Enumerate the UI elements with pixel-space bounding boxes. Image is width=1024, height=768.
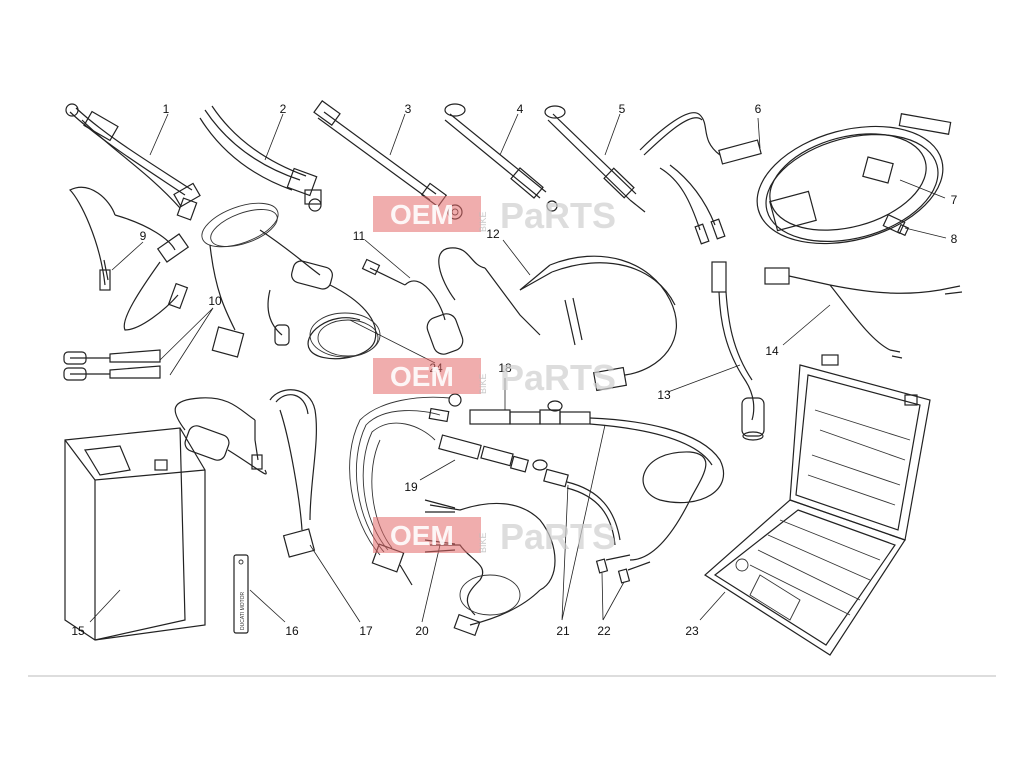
- watermark-word3: PaRTS: [500, 195, 616, 236]
- part-13-lead: [711, 261, 765, 441]
- watermark-word2: BIKE: [478, 373, 488, 394]
- watermark-word3: PaRTS: [500, 357, 616, 398]
- label-16: 16: [285, 624, 299, 638]
- part-14-lead: [764, 267, 963, 359]
- label-17: 17: [359, 624, 373, 638]
- label-10: 10: [208, 294, 222, 308]
- label-18: 18: [498, 361, 512, 375]
- label-6: 6: [755, 102, 762, 116]
- label-4: 4: [517, 102, 524, 116]
- label-9: 9: [140, 229, 147, 243]
- label-20: 20: [415, 624, 429, 638]
- part-9-lead: [68, 186, 190, 331]
- part-8-connector: [882, 213, 910, 237]
- label-5: 5: [619, 102, 626, 116]
- label-13: 13: [657, 388, 671, 402]
- part-6-cable: [639, 112, 762, 245]
- part-17-lead: [174, 389, 317, 558]
- part-23-toolcase: [704, 354, 931, 656]
- watermark-bottom: OEM BIKE PaRTS: [373, 516, 616, 557]
- part-5-probe: [544, 105, 646, 213]
- leader-lines: [89, 113, 947, 623]
- part-11-lead: [361, 247, 541, 355]
- label-7: 7: [951, 193, 958, 207]
- label-1: 1: [163, 102, 170, 116]
- part-7-cable: [756, 113, 952, 245]
- label-2: 2: [280, 102, 287, 116]
- part-1-harness: [65, 103, 201, 221]
- watermark-word1: OEM: [390, 361, 454, 392]
- part-12-clips: [519, 255, 677, 392]
- label-21: 21: [556, 624, 570, 638]
- watermark-word2: BIKE: [478, 532, 488, 553]
- part-labels: 1 2 3 4 5 6 7 8 9 10 11 12 13 14 15 16 1…: [71, 102, 957, 638]
- part-15-case: [64, 427, 206, 641]
- label-3: 3: [405, 102, 412, 116]
- label-12: 12: [486, 227, 500, 241]
- watermark-word3: PaRTS: [500, 516, 616, 557]
- part-2-harness: [199, 105, 322, 212]
- watermark-middle: OEM BIKE PaRTS: [373, 357, 616, 398]
- part-10-clips: [63, 349, 161, 381]
- watermark-word2: BIKE: [478, 211, 488, 232]
- label-19: 19: [404, 480, 418, 494]
- label-8: 8: [951, 232, 958, 246]
- part-4-probe: [444, 103, 558, 212]
- part-16-tag: DUCATI MOTOR: [233, 554, 249, 634]
- part-18-21-probe-set: [349, 393, 725, 637]
- label-15: 15: [71, 624, 85, 638]
- tag-text: DUCATI MOTOR: [240, 591, 246, 630]
- label-11: 11: [353, 229, 366, 243]
- watermark-word1: OEM: [390, 520, 454, 551]
- label-23: 23: [685, 624, 699, 638]
- coiled-cable-24: [201, 202, 381, 360]
- label-14: 14: [765, 344, 779, 358]
- watermark-word1: OEM: [390, 199, 454, 230]
- label-22: 22: [597, 624, 611, 638]
- watermark-top: OEM BIKE PaRTS: [373, 195, 616, 236]
